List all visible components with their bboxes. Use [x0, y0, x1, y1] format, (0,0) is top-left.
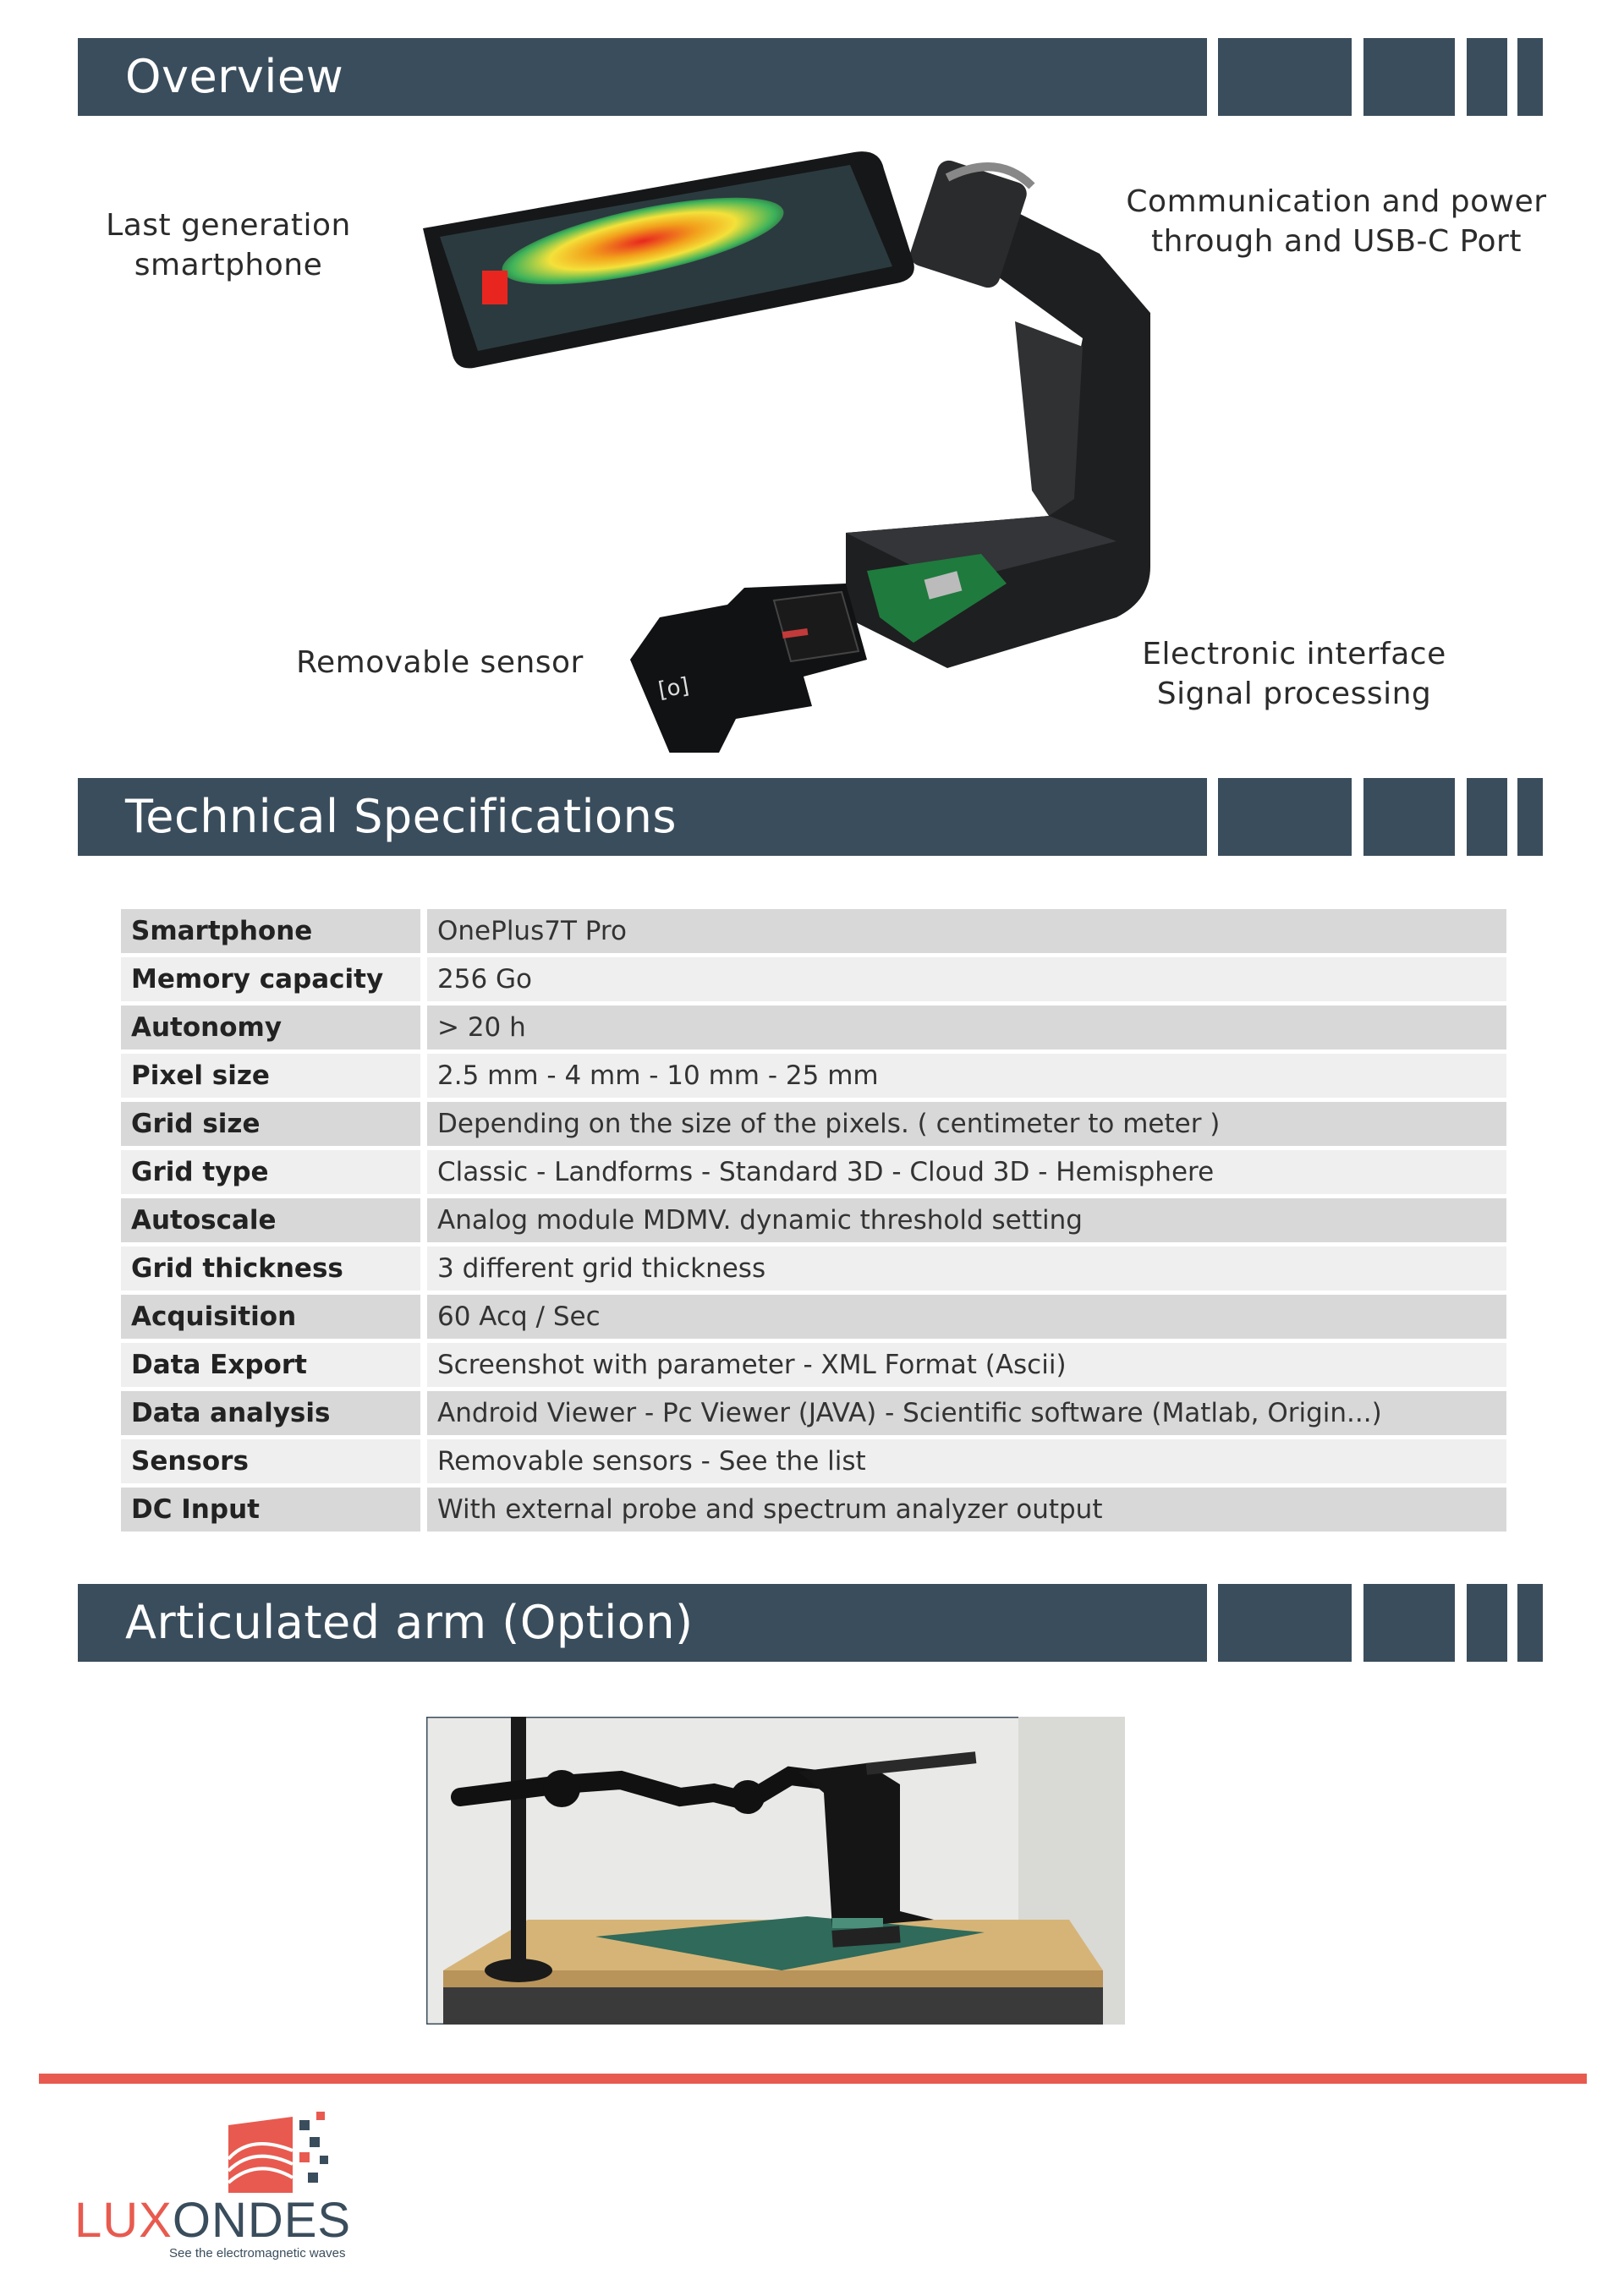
luxondes-logo-icon — [227, 2112, 328, 2193]
label-line: through and USB-C Port — [1151, 224, 1522, 259]
spec-key: Memory capacity — [121, 957, 427, 1001]
label-electronic: Electronic interface Signal processing — [1116, 634, 1472, 714]
spec-key: Grid type — [121, 1150, 427, 1194]
label-line: Signal processing — [1156, 677, 1432, 711]
spec-value: Removable sensors - See the list — [427, 1439, 1506, 1483]
brand-tagline: See the electromagnetic waves — [169, 2246, 346, 2260]
header-block — [1218, 38, 1352, 116]
brand-ondes: ONDES — [172, 2193, 352, 2248]
spec-key: Grid thickness — [121, 1247, 427, 1290]
spec-value: Analog module MDMV. dynamic threshold se… — [427, 1198, 1506, 1242]
label-communication: Communication and power through and USB-… — [1116, 182, 1556, 261]
header-block — [1363, 778, 1455, 856]
spec-key: Smartphone — [121, 909, 427, 953]
spec-value: 60 Acq / Sec — [427, 1295, 1506, 1339]
spec-value: 2.5 mm - 4 mm - 10 mm - 25 mm — [427, 1054, 1506, 1098]
overview-header: Overview — [78, 38, 1550, 116]
spec-row: Autonomy> 20 h — [121, 1006, 1506, 1049]
specs-header: Technical Specifications — [78, 778, 1550, 856]
spec-key: Autoscale — [121, 1198, 427, 1242]
header-block — [1467, 38, 1507, 116]
spec-value: Android Viewer - Pc Viewer (JAVA) - Scie… — [427, 1391, 1506, 1435]
usb-connector — [910, 160, 1035, 288]
header-block — [1517, 1584, 1543, 1662]
spec-value: > 20 h — [427, 1006, 1506, 1049]
specs-title: Technical Specifications — [78, 778, 1207, 856]
overview-title: Overview — [78, 38, 1207, 116]
spec-value: Screenshot with parameter - XML Format (… — [427, 1343, 1506, 1387]
spec-key: Data analysis — [121, 1391, 427, 1435]
arm-header: Articulated arm (Option) — [78, 1584, 1550, 1662]
spec-value: OnePlus7T Pro — [427, 909, 1506, 953]
label-line: smartphone — [134, 248, 323, 282]
spec-value: Classic - Landforms - Standard 3D - Clou… — [427, 1150, 1506, 1194]
label-line: Last generation — [106, 208, 351, 243]
spec-key: Pixel size — [121, 1054, 427, 1098]
header-block — [1467, 778, 1507, 856]
spec-key: Autonomy — [121, 1006, 427, 1049]
label-line: Electronic interface — [1142, 637, 1446, 671]
removable-sensor: [o] — [630, 584, 867, 753]
header-block — [1467, 1584, 1507, 1662]
articulated-arm-photo — [426, 1717, 1125, 2025]
footer-divider — [39, 2074, 1587, 2084]
spec-key: Acquisition — [121, 1295, 427, 1339]
arm-title: Articulated arm (Option) — [78, 1584, 1207, 1662]
spec-value: With external probe and spectrum analyze… — [427, 1488, 1506, 1532]
header-block — [1363, 38, 1455, 116]
spec-key: Grid size — [121, 1102, 427, 1146]
brand-lux: LUX — [74, 2193, 173, 2248]
label-smartphone: Last generation smartphone — [93, 205, 364, 285]
header-block — [1517, 38, 1543, 116]
circuit-board — [867, 554, 1007, 643]
header-block — [1218, 1584, 1352, 1662]
spec-key: Sensors — [121, 1439, 427, 1483]
label-line: Communication and power — [1126, 184, 1547, 219]
spec-key: DC Input — [121, 1488, 427, 1532]
spec-value: 3 different grid thickness — [427, 1247, 1506, 1290]
device-illustration: [o] — [423, 151, 1150, 753]
label-removable-sensor: Removable sensor — [296, 645, 584, 680]
spec-value: 256 Go — [427, 957, 1506, 1001]
stand — [846, 203, 1150, 668]
spec-key: Data Export — [121, 1343, 427, 1387]
smartphone — [423, 151, 914, 369]
header-block — [1517, 778, 1543, 856]
brand-name: LUXONDES — [74, 2192, 351, 2249]
svg-text:[o]: [o] — [656, 673, 691, 704]
spec-value: Depending on the size of the pixels. ( c… — [427, 1102, 1506, 1146]
header-block — [1363, 1584, 1455, 1662]
header-block — [1218, 778, 1352, 856]
